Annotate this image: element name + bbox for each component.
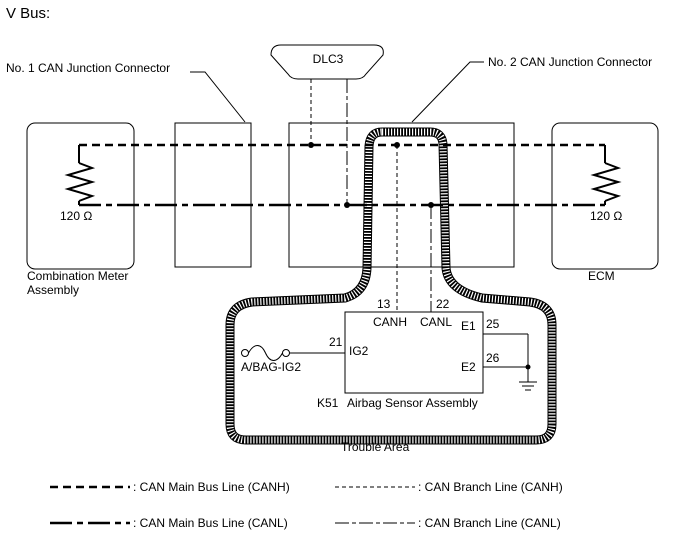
trouble-area-outline <box>225 127 557 445</box>
pin-26-number: 26 <box>486 351 500 365</box>
terminating-resistor-right <box>590 145 622 205</box>
airbag-sensor-box <box>344 311 484 394</box>
resistor-right-label: 120 Ω <box>590 209 622 223</box>
combination-meter-label-line1: Combination Meter <box>27 269 128 283</box>
pin-canh-label: CANH <box>373 315 407 329</box>
combination-meter-box <box>26 122 135 270</box>
pin-e2-label: E2 <box>461 360 476 374</box>
pin-e1-label: E1 <box>461 319 476 333</box>
pin-21-number: 21 <box>329 335 343 349</box>
legend-label-branch-canl: : CAN Branch Line (CANL) <box>418 516 561 530</box>
pin-22-number: 22 <box>436 297 450 311</box>
junction-connector-1-label: No. 1 CAN Junction Connector <box>6 61 170 75</box>
resistor-left-label: 120 Ω <box>60 209 92 223</box>
junction-connector-2-label: No. 2 CAN Junction Connector <box>488 55 652 69</box>
pin-ig2-label: IG2 <box>349 344 369 358</box>
junction-connector-2-box <box>288 122 515 268</box>
terminating-resistor-left <box>64 145 96 205</box>
pin-13-number: 13 <box>377 297 391 311</box>
junction-1-leader <box>190 71 246 123</box>
junction-dot <box>344 202 350 208</box>
trouble-area-label: Trouble Area <box>341 440 410 454</box>
dlc3-connector <box>270 44 384 80</box>
junction-2-leader <box>411 61 484 123</box>
combination-meter-label-line2: Assembly <box>27 283 79 297</box>
dlc3-label: DLC3 <box>313 52 344 66</box>
sensor-code-label: K51 <box>317 396 339 410</box>
legend-label-main-canl: : CAN Main Bus Line (CANL) <box>133 516 288 530</box>
sensor-name-label: Airbag Sensor Assembly <box>347 396 478 410</box>
junction-dot <box>428 202 434 208</box>
diagram-title: V Bus: <box>6 5 50 22</box>
junction-dot <box>308 142 314 148</box>
ecm-box <box>551 122 659 270</box>
pin-25-number: 25 <box>486 317 500 331</box>
ground-wiring <box>483 333 531 382</box>
junction-connector-1-box <box>174 122 252 268</box>
fuse-icon <box>241 345 290 361</box>
junction-dot <box>394 142 400 148</box>
legend: : CAN Main Bus Line (CANH) : CAN Branch … <box>50 480 563 530</box>
legend-label-branch-canh: : CAN Branch Line (CANH) <box>418 480 563 494</box>
pin-canl-label: CANL <box>420 315 452 329</box>
legend-label-main-canh: : CAN Main Bus Line (CANH) <box>133 480 290 494</box>
fuse-label: A/BAG-IG2 <box>241 360 301 374</box>
ecm-label: ECM <box>588 269 615 283</box>
ground-icon <box>519 381 537 391</box>
